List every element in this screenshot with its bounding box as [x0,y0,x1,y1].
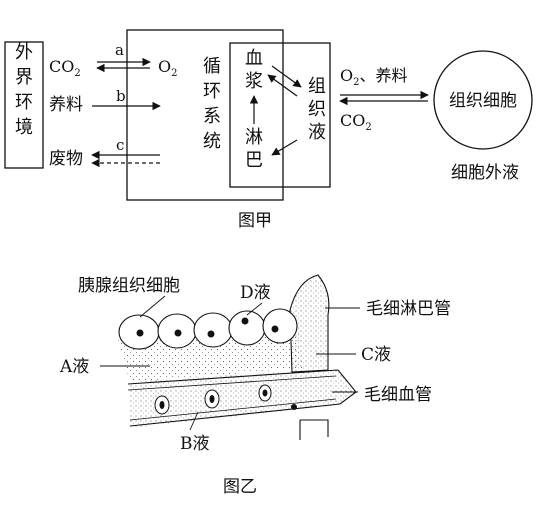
waste-label: 废物 [49,149,83,169]
internal-environment-box [229,42,331,188]
pancreatic-cells-label: 胰腺组织细胞 [78,276,180,296]
o2-nutrients-label: O2、养料 [340,66,408,88]
blood-cell-core [262,389,268,397]
external-env-label: 外界环境 [15,42,33,138]
plasma-label: 血浆 [245,48,263,92]
b-fluid-label: B液 [180,434,210,454]
pancreatic-cell [193,312,233,348]
o2-label: O2 [158,57,178,79]
circulatory-system-box [126,29,284,201]
co2-right-label: CO2 [340,111,372,133]
pancreatic-cell [262,308,298,344]
leader-b-fluid [189,411,199,431]
blood-capillary-label: 毛细血管 [364,385,432,405]
d-fluid-label: D液 [240,283,271,303]
co2-label: CO2 [49,57,81,79]
a-fluid-label: A液 [59,357,89,377]
blood-cell-core [209,395,215,403]
nutrients-label: 养料 [49,95,83,115]
cell-nucleus [271,325,279,333]
figure-a-caption: 图甲 [238,211,272,231]
label-b: b [116,87,126,105]
tissue-fluid-label: 组织液 [308,76,326,143]
lymph-capillary-label: 毛细淋巴管 [366,299,451,319]
cell-nucleus [174,329,182,337]
figure-b-caption: 图乙 [223,477,257,497]
plasma-to-tissue-arrow [271,65,302,88]
c-fluid-label: C液 [361,345,391,365]
tissue-cell-circle [433,50,533,150]
circulatory-system-label: 循环系统 [203,56,221,152]
blood-cell [291,404,297,410]
blood-capillary-band [130,368,355,428]
leader-pancreatic [139,295,166,318]
tissue-cell-label: 组织细胞 [449,91,517,111]
cell-nucleus [207,330,215,338]
capillary-wall-bottom [129,369,357,427]
capillary-wall-top-inner [127,375,337,391]
tissue-to-plasma-arrow [267,74,298,97]
cell-nucleus [136,329,144,337]
capillary-wall-bottom-inner [129,398,337,421]
lymph-label: 淋巴 [245,127,263,171]
figure-b: 胰腺组织细胞 D液 毛细淋巴管 A液 C液 毛细血管 B液 图乙 [59,274,451,497]
label-a: a [115,41,124,59]
lymph-capillary-shape [289,274,330,373]
extracellular-fluid-label: 细胞外液 [451,163,519,183]
pancreatic-cell-row [118,308,298,350]
figure-a: 外界环境 CO2 a O2 养料 b 废物 c 循环系统 血浆 淋巴 组织液 O… [4,29,533,231]
label-c: c [116,136,124,154]
pancreatic-cell [228,310,266,346]
blood-cell-core [159,401,165,409]
external-env-box [4,41,44,169]
lymph-capillary-lower [299,419,329,440]
cell-nucleus [241,317,249,325]
leader-d-fluid [246,302,263,316]
tissue-to-lymph-arrow [271,139,298,156]
capillary-wall-top [127,369,339,385]
